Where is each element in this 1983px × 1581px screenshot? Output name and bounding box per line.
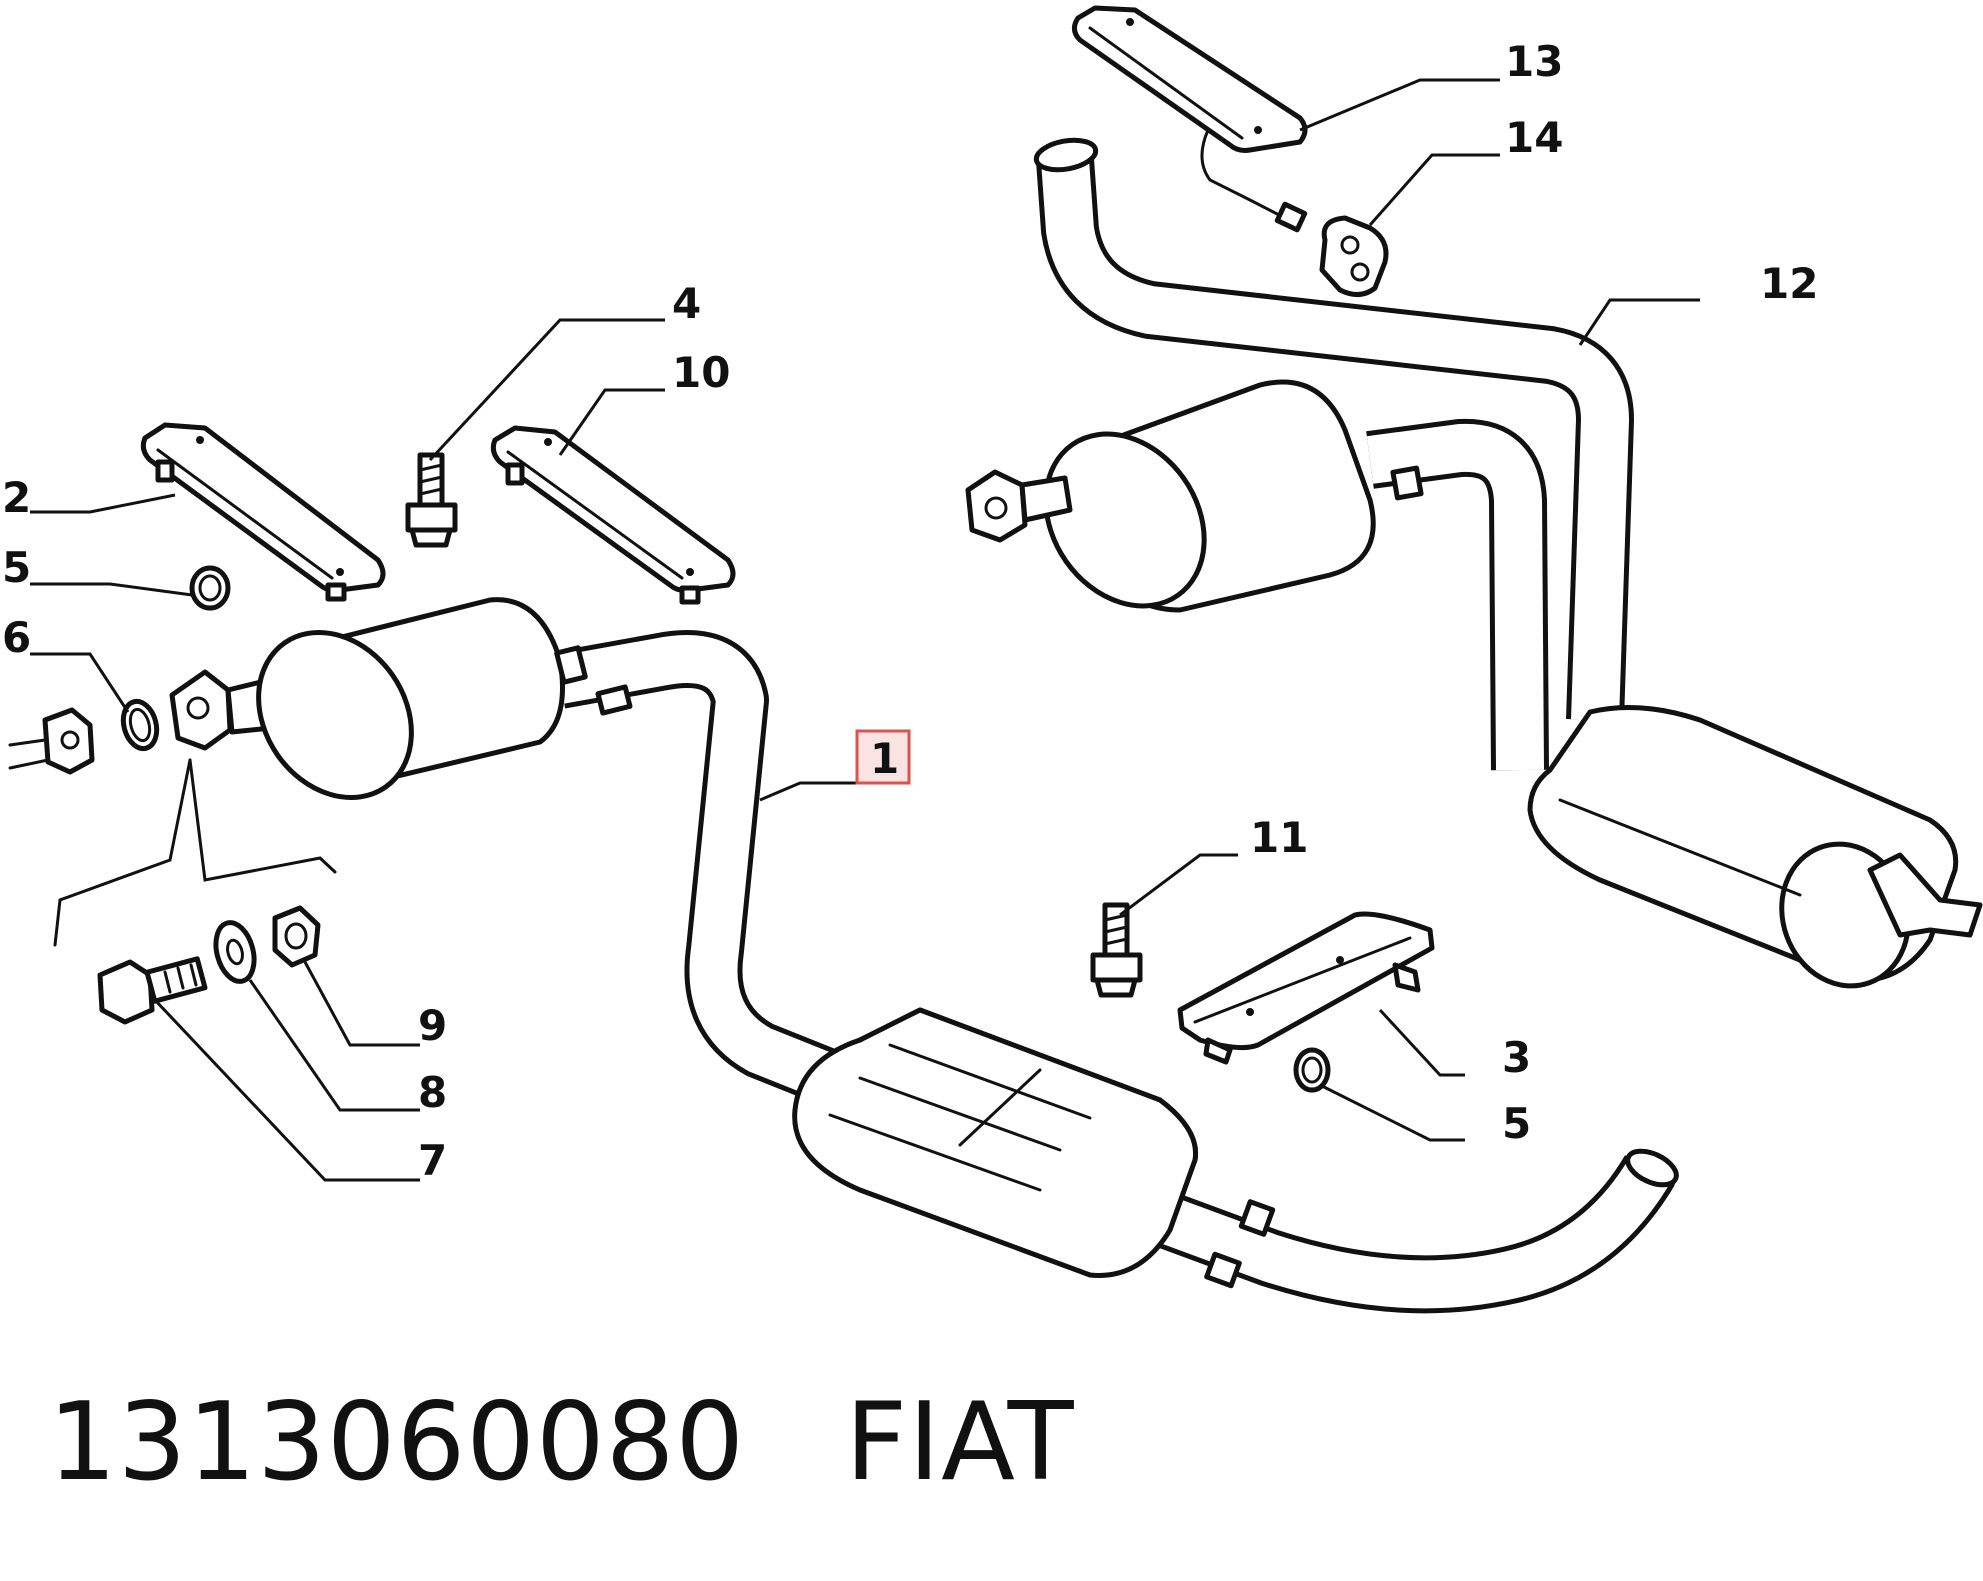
- callout-10[interactable]: 10: [672, 348, 730, 397]
- callout-6[interactable]: 6: [2, 613, 31, 662]
- callout-7[interactable]: 7: [418, 1136, 447, 1185]
- exhaust-assembly-alternate[interactable]: [965, 136, 1983, 1004]
- bolt-4[interactable]: [405, 452, 458, 548]
- callout-3[interactable]: 3: [1502, 1033, 1531, 1082]
- nut-9[interactable]: [272, 905, 321, 968]
- callout-8[interactable]: 8: [418, 1068, 447, 1117]
- callout-12[interactable]: 12: [1760, 259, 1818, 308]
- front-downpipe: [8, 707, 95, 775]
- callout-1[interactable]: 1: [870, 734, 899, 783]
- hanger-bracket-10[interactable]: [490, 425, 736, 605]
- hanger-bracket-2[interactable]: [140, 422, 386, 602]
- callout-13[interactable]: 13: [1505, 37, 1563, 86]
- ring-5-left[interactable]: [189, 565, 231, 611]
- brand-name: FIAT: [845, 1380, 1075, 1505]
- hanger-bracket-13[interactable]: [1072, 5, 1308, 233]
- part-number: 1313060080: [48, 1380, 746, 1505]
- exhaust-assembly-main[interactable]: [169, 597, 1681, 1314]
- hanger-bracket-3[interactable]: [1177, 911, 1435, 1065]
- callout-4[interactable]: 4: [672, 279, 701, 328]
- rubber-mount-14[interactable]: [1319, 215, 1389, 297]
- ring-5-right[interactable]: [1293, 1047, 1331, 1093]
- callout-14[interactable]: 14: [1505, 113, 1563, 162]
- highlight-box-1: [855, 729, 911, 785]
- callout-9[interactable]: 9: [418, 1001, 447, 1050]
- callout-11[interactable]: 11: [1250, 813, 1308, 862]
- part-caption: 1313060080 FIAT: [48, 1380, 1075, 1505]
- callout-labels: 1 2 3 4 5 5 6 7 8 9 10 11 12 13 14: [2, 37, 1818, 1185]
- callout-5-left[interactable]: 5: [2, 543, 31, 592]
- leader-lines: [30, 78, 1700, 1182]
- fastener-group-bracket: [53, 758, 337, 947]
- gasket-6[interactable]: [118, 698, 161, 753]
- bolt-11[interactable]: [1090, 902, 1143, 998]
- washer-8[interactable]: [210, 918, 260, 985]
- callout-2[interactable]: 2: [2, 473, 31, 522]
- bolt-7[interactable]: [97, 956, 208, 1025]
- callout-5-right[interactable]: 5: [1502, 1099, 1531, 1148]
